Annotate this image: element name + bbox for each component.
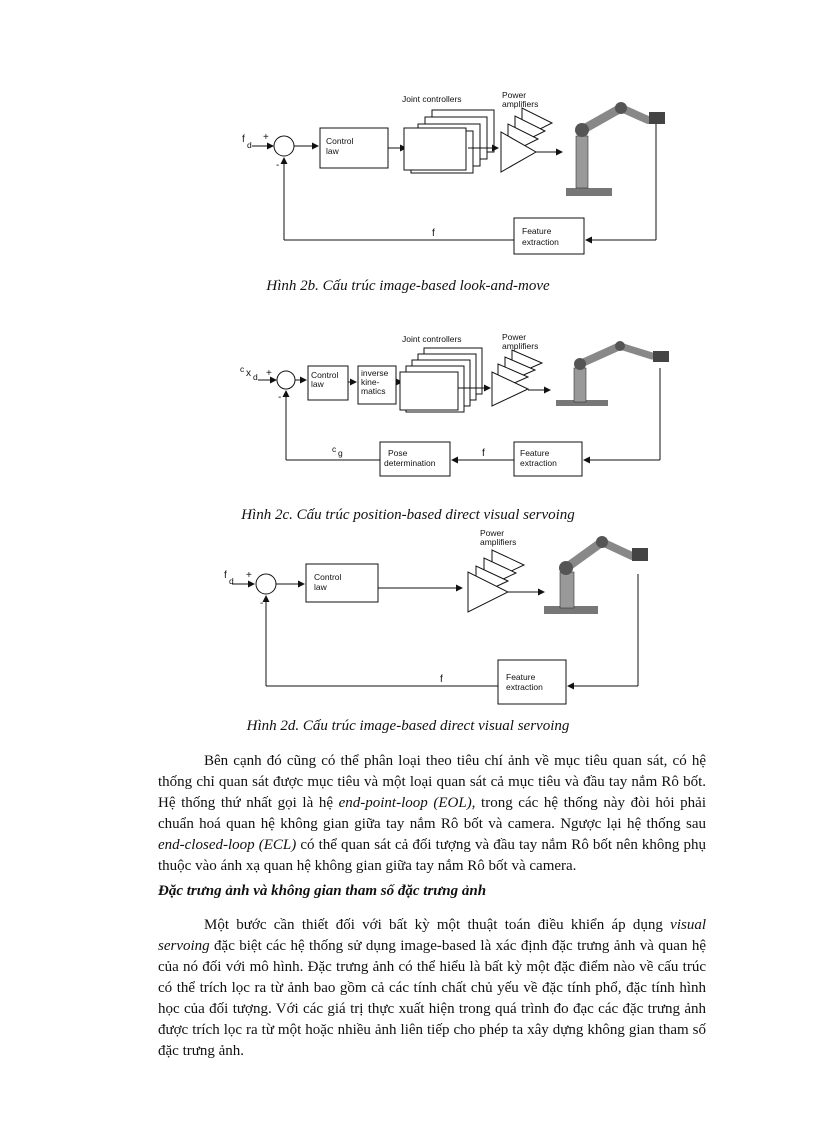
pose-determination-label-2: determination [384, 458, 436, 468]
pose-symbol: c [332, 444, 337, 454]
power-amplifiers-label-2: amplifiers [502, 341, 538, 351]
term-ecl: end-closed-loop (ECL) [158, 837, 297, 853]
joint-controllers-block [399, 371, 459, 411]
minus-sign: - [260, 598, 263, 609]
feedback-symbol: f [432, 228, 435, 239]
pose-determination-label-1: Pose [388, 448, 408, 458]
minus-sign: - [278, 392, 281, 403]
plus-sign: + [246, 570, 252, 581]
paragraph-1-part-3: có thể quan sát cả đối tượng và đầu tay … [158, 837, 707, 874]
caption-2b: Hình 2b. Cấu trúc image-based look-and-m… [266, 278, 550, 294]
control-law-label-2: law [326, 146, 340, 156]
pose-subscript: g [338, 448, 343, 458]
robot-arm-icon [566, 102, 665, 196]
feature-extraction-label-2: extraction [522, 237, 559, 247]
feature-extraction-block [513, 441, 583, 477]
input-symbol: f [242, 134, 245, 145]
paragraph-2-part-2: đặc biệt các hệ thống sử dụng image-base… [158, 938, 706, 1059]
power-amplifiers-block [500, 131, 538, 173]
feature-extraction-label-1: Feature [520, 448, 550, 458]
feature-extraction-label-1: Feature [506, 672, 536, 682]
paragraph-2: Một bước cần thiết đối với bất kỳ một th… [158, 915, 706, 1062]
input-subscript: d [247, 140, 252, 150]
term-visual-servoing: visual servoing [158, 917, 706, 954]
power-amplifiers-label-1: Power [480, 528, 504, 538]
pose-determination-block [379, 441, 451, 477]
control-law-label-1: Control [311, 370, 339, 380]
paragraph-1: Bên cạnh đó cũng có thể phân loại theo t… [158, 751, 706, 877]
figure-2d-diagram: f d + - Control law Power amplifiers Fea… [224, 528, 648, 705]
control-law-label-2: law [314, 582, 328, 592]
plus-sign: + [266, 368, 272, 379]
summing-junction [273, 135, 295, 157]
summing-junction [276, 370, 296, 390]
robot-arm-icon [556, 341, 669, 406]
control-law-label-1: Control [314, 572, 342, 582]
power-amplifiers-label-2: amplifiers [480, 537, 516, 547]
camera-icon [649, 112, 665, 124]
control-law-block [305, 563, 379, 603]
camera-icon [632, 548, 648, 561]
section-heading: Đặc trưng ảnh và không gian tham số đặc … [158, 883, 487, 899]
input-subscript: d [229, 576, 234, 586]
feature-extraction-label-1: Feature [522, 226, 552, 236]
figure-2d: f d + - Control law Power amplifiers Fea… [218, 528, 658, 710]
input-symbol-c: c [240, 364, 245, 374]
feature-extraction-block [513, 217, 585, 255]
inverse-kinematics-label-1: inverse [361, 368, 389, 378]
inverse-kinematics-label-3: matics [361, 386, 386, 396]
feedback-symbol: f [482, 448, 485, 459]
feedback-symbol: f [440, 674, 443, 685]
joint-controllers-block [403, 127, 467, 171]
paragraph-1-part-1: Bên cạnh đó cũng có thể phân loại theo t… [158, 753, 706, 811]
caption-2c: Hình 2c. Cấu trúc position-based direct … [241, 507, 575, 523]
feature-extraction-label-2: extraction [506, 682, 543, 692]
input-symbol-x: x [246, 368, 251, 379]
figure-2c: c x d + - Control law inverse kine- mati… [236, 332, 676, 482]
power-amplifiers-label-1: Power [502, 332, 526, 342]
camera-icon [653, 351, 669, 362]
figure-2c-diagram: c x d + - Control law inverse kine- mati… [240, 332, 669, 477]
robot-arm-icon [544, 536, 648, 614]
caption-2d: Hình 2d. Cấu trúc image-based direct vis… [246, 718, 570, 734]
minus-sign: - [276, 160, 279, 171]
figure-2b-diagram: f d + - Control law Joint controllers Po… [242, 90, 665, 255]
paragraph-2-part-1: Một bước cần thiết đối với bất kỳ một th… [204, 917, 671, 933]
control-law-label-1: Control [326, 136, 354, 146]
input-symbol: f [224, 570, 227, 581]
joint-controllers-label: Joint controllers [402, 94, 462, 104]
summing-junction [255, 573, 277, 595]
paragraph-1-part-2: trong các hệ thống này đòi hỏi phải chuẩ… [158, 795, 706, 832]
plus-sign: + [263, 132, 269, 143]
power-amplifiers-block [491, 371, 530, 407]
control-law-block [319, 127, 389, 169]
power-amplifiers-label-1: Power [502, 90, 526, 100]
power-amplifiers-label-2: amplifiers [502, 99, 538, 109]
term-eol: end-point-loop (EOL), [338, 795, 476, 811]
input-subscript: d [253, 372, 258, 382]
power-amplifiers-block [467, 571, 510, 613]
joint-controllers-label: Joint controllers [402, 334, 462, 344]
control-law-label-2: law [311, 379, 325, 389]
inverse-kinematics-label-2: kine- [361, 377, 380, 387]
feature-extraction-block [497, 659, 567, 705]
control-law-block [307, 365, 349, 401]
inverse-kinematics-block [357, 365, 397, 405]
figure-2b: f d + - Control law Joint controllers Po… [236, 90, 676, 255]
feature-extraction-label-2: extraction [520, 458, 557, 468]
